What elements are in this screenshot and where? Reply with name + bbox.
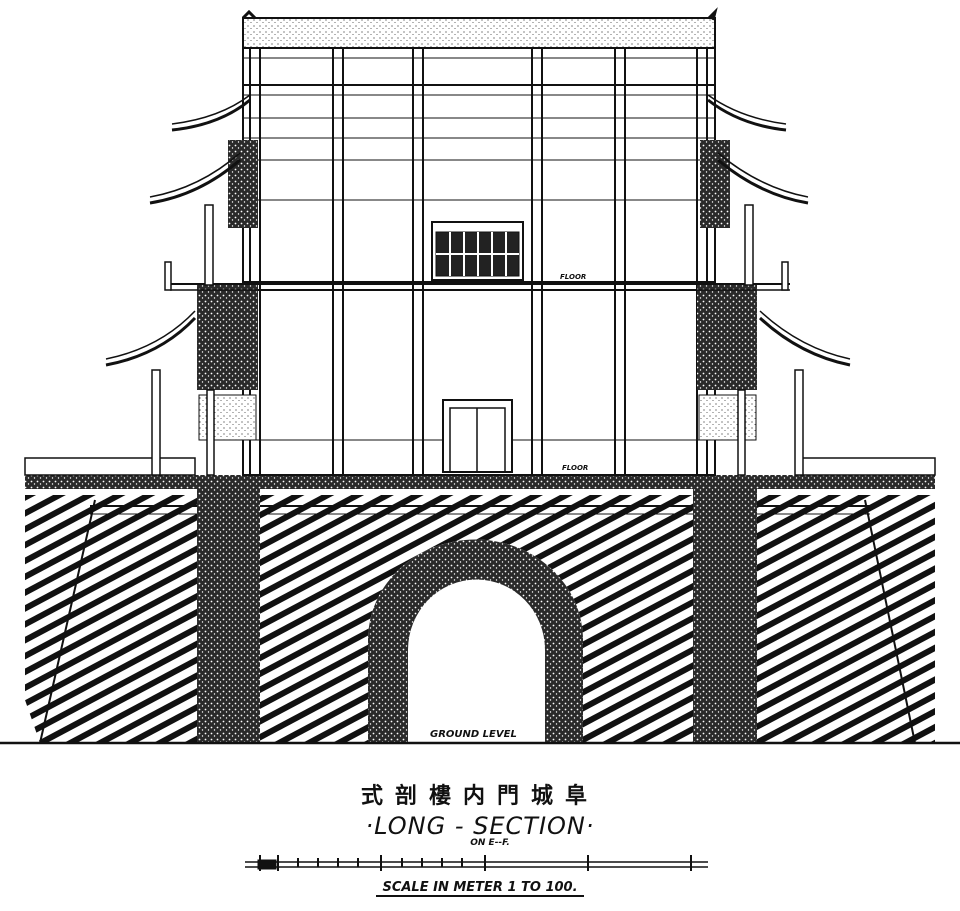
- wall-top-band: [25, 475, 935, 489]
- scale-label-text: SCALE IN METER 1 TO 100.: [376, 880, 584, 897]
- gate-arch: [368, 539, 583, 743]
- right-pier: [693, 488, 757, 743]
- wall-hatching: [25, 495, 935, 744]
- lower-floor-label: FLOOR: [562, 464, 589, 472]
- drawing-subtitle: ON E--F.: [470, 838, 510, 848]
- gate-tower: [241, 7, 718, 476]
- drawing-title: ·LONG - SECTION·: [365, 812, 595, 840]
- side-posts: [151, 204, 804, 476]
- wall-masses: [197, 140, 757, 441]
- ground-level-label: GROUND LEVEL: [430, 729, 517, 740]
- eaves: [105, 94, 851, 367]
- scale-bar: [245, 855, 708, 871]
- upper-floor-label: FLOOR: [560, 273, 587, 281]
- chinese-title: 式剖樓内門城阜: [360, 783, 599, 809]
- scale-label: SCALE IN METER 1 TO 100.: [0, 880, 960, 897]
- left-pier: [197, 488, 260, 743]
